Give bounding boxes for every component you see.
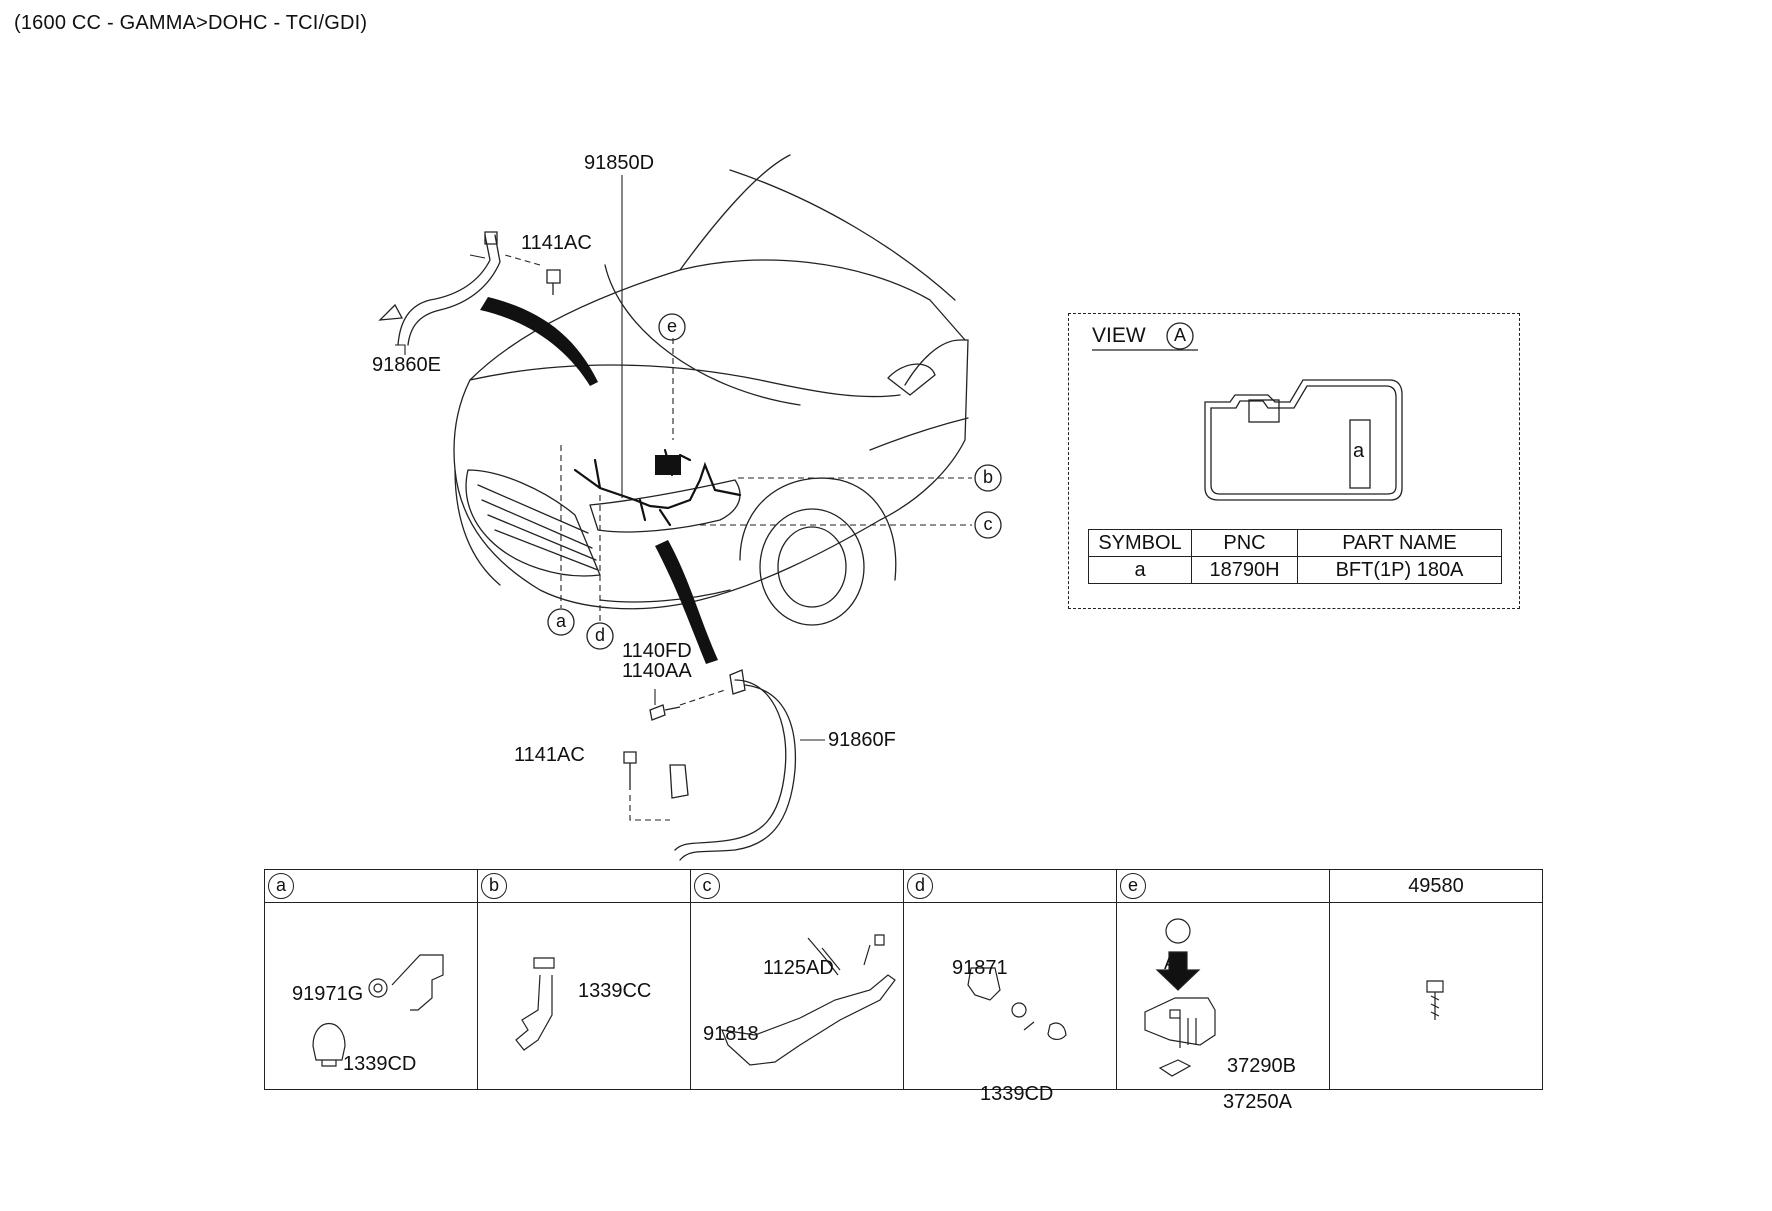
part-1339CD-a: 1339CD	[343, 1053, 417, 1075]
callout-91850D: 91850D	[584, 152, 655, 174]
detail-cell-c: 1125AD 91818	[690, 902, 904, 1090]
part-91818: 91818	[703, 1023, 759, 1045]
callout-1141AC-bottom: 1141AC	[514, 744, 585, 766]
view-a-circle-letter: A	[1173, 325, 1186, 345]
grille	[465, 469, 601, 577]
detail-head-d: d	[903, 869, 1117, 903]
detail-letter-e: e	[1120, 873, 1146, 899]
callout-91860F: 91860F	[828, 729, 896, 751]
detail-letter-a: a	[268, 873, 294, 899]
callout-1140FD: 1140FD	[622, 640, 692, 662]
part-name-header: PART NAME	[1297, 529, 1502, 557]
view-a-title: VIEW	[1092, 324, 1146, 347]
marker-d: d	[594, 625, 605, 645]
callout-1140AA: 1140AA	[622, 660, 692, 682]
battery-outline	[1204, 379, 1403, 501]
side-line	[869, 417, 969, 451]
bolt-1141AC-bottom	[623, 751, 637, 790]
view-a-box-symbol: a	[1353, 440, 1365, 462]
bolt-1140AA	[649, 704, 681, 721]
headlamp	[589, 479, 741, 533]
detail-letter-c: c	[694, 873, 720, 899]
marker-a: a	[555, 611, 566, 631]
detail-cell-a: 91971G 1339CD	[264, 902, 478, 1090]
detail-head-a: a	[264, 869, 478, 903]
bumper	[454, 469, 731, 603]
part-name-cell: BFT(1P) 180A	[1297, 556, 1502, 584]
detail-letter-d: d	[907, 873, 933, 899]
view-a-circle	[1166, 322, 1194, 350]
detail-cell-b: 1339CC	[477, 902, 691, 1090]
hood-line	[469, 264, 901, 406]
part-1339CD-d: 1339CD	[980, 1083, 1054, 1105]
detail-table: a b c d e 49580 91971G 1339CD 1339CC 112…	[264, 869, 1543, 1113]
symbol-header: SYMBOL	[1088, 529, 1192, 557]
part-37250A: 37250A	[1223, 1091, 1292, 1113]
marker-e: e	[666, 316, 677, 336]
detail-cell-d: 91871 1339CD	[903, 902, 1117, 1105]
part-91871: 91871	[952, 957, 1008, 979]
marker-c: c	[983, 514, 993, 534]
detail-cell-e: A 37290B 37250A	[1116, 902, 1330, 1113]
marker-b: b	[982, 467, 993, 487]
detail-head-c: c	[690, 869, 904, 903]
detail-head-b: b	[477, 869, 691, 903]
view-a-pointer-letter: A	[1164, 953, 1177, 973]
bolt-1141AC-top	[546, 269, 561, 295]
mirror	[887, 363, 936, 396]
windshield	[679, 169, 966, 341]
pnc-header: PNC	[1191, 529, 1298, 557]
detail-cell-49580	[1329, 902, 1543, 1090]
cable-91860E	[397, 234, 501, 346]
part-91971G: 91971G	[292, 983, 364, 1005]
symbol-cell: a	[1088, 556, 1192, 584]
front-wheel-arch	[739, 477, 897, 581]
sweep-band-top	[480, 297, 598, 386]
callout-1141AC-top: 1141AC	[521, 232, 592, 254]
front-wheel	[759, 508, 865, 626]
part-1125AD: 1125AD	[763, 957, 834, 979]
detail-head-49580: 49580	[1329, 869, 1543, 903]
grille-lines	[477, 484, 599, 571]
symbol-table: SYMBOL PNC PART NAME a 18790H BFT(1P) 18…	[1088, 529, 1502, 584]
car-body-outline	[453, 154, 969, 610]
engine-header: (1600 CC - GAMMA>DOHC - TCI/GDI)	[14, 12, 368, 34]
part-1339CC: 1339CC	[578, 980, 652, 1002]
detail-pnc-49580: 49580	[1408, 875, 1464, 897]
fuse-box-shape	[655, 455, 681, 475]
cable-91860F	[674, 679, 797, 861]
pnc-cell: 18790H	[1191, 556, 1298, 584]
callout-91860E: 91860E	[372, 354, 441, 376]
side-window	[904, 339, 969, 386]
detail-head-e: e	[1116, 869, 1330, 903]
front-harness	[573, 458, 742, 527]
view-a-panel	[1068, 313, 1520, 609]
detail-letter-b: b	[481, 873, 507, 899]
sweep-band-bottom	[655, 540, 718, 664]
part-37290B: 37290B	[1227, 1055, 1296, 1077]
